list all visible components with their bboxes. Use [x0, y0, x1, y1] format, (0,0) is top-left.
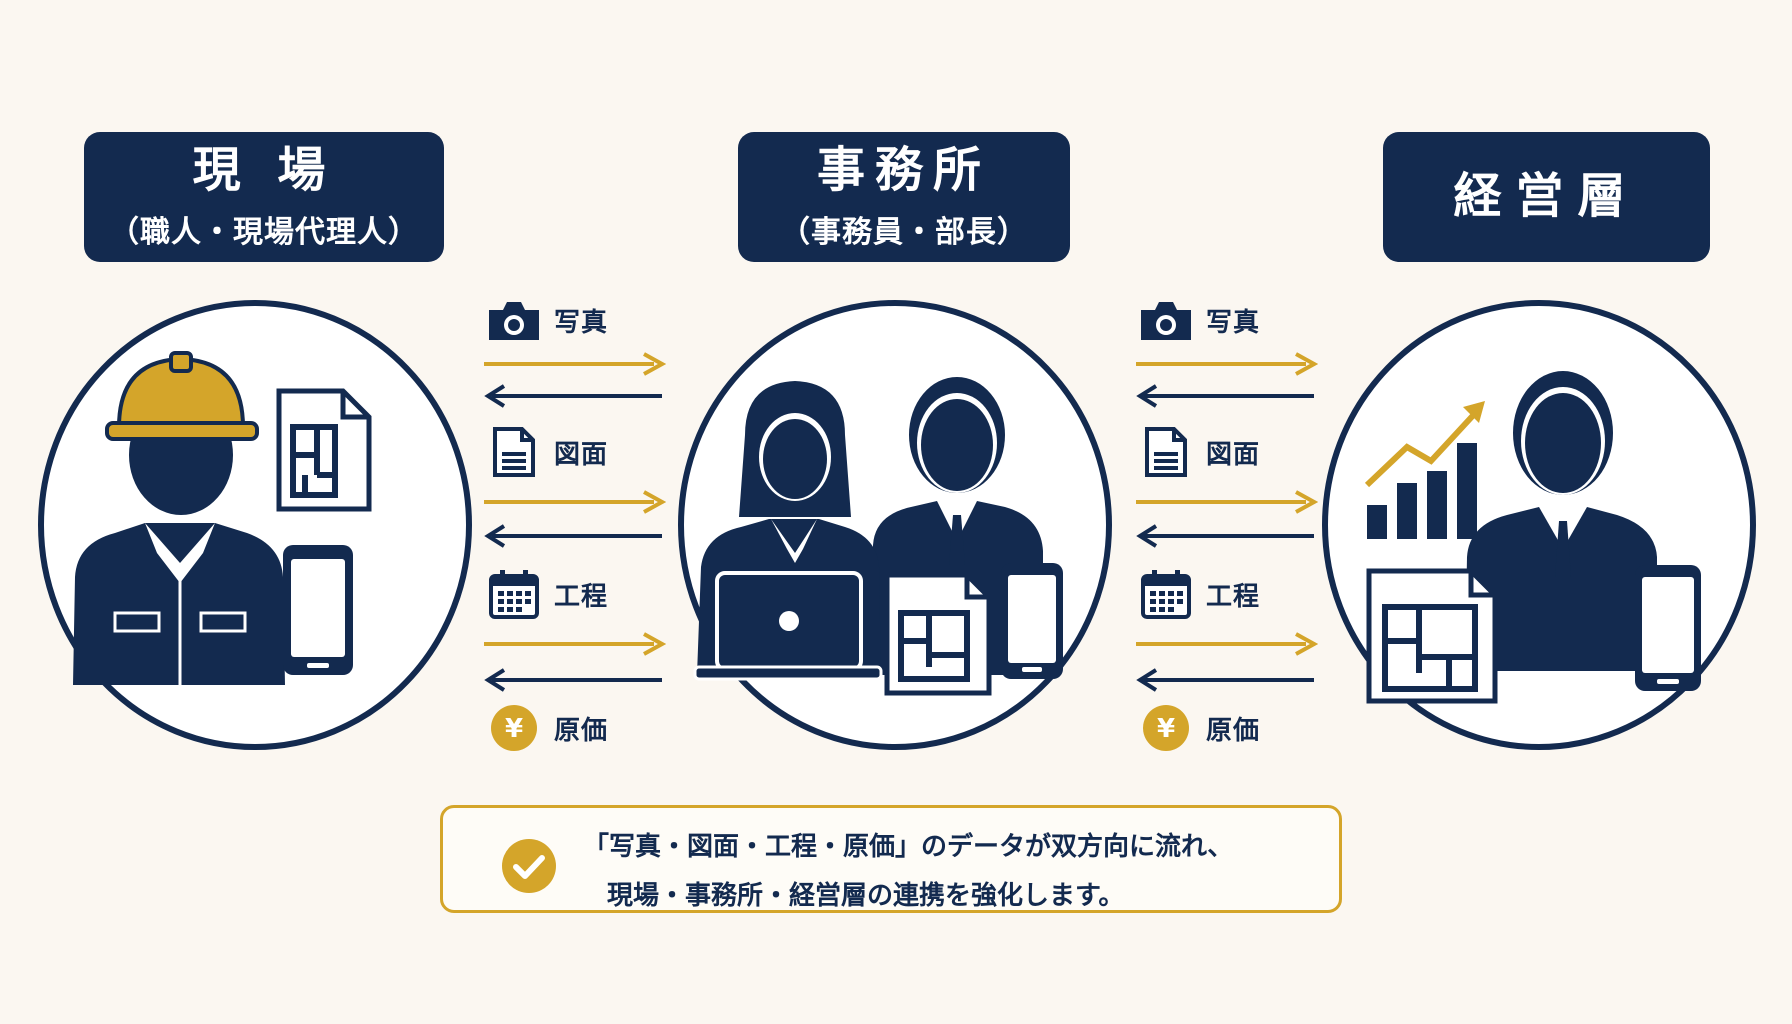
flow-item-schedule: 工程: [1136, 570, 1261, 619]
flow-label: 原価: [554, 715, 609, 746]
header-field-subtitle: （職人・現場代理人）: [109, 214, 419, 250]
arrow-left: [1136, 384, 1314, 408]
field-circle: [35, 295, 475, 755]
arrow-left: [484, 384, 662, 408]
header-office: 事務所 （事務員・部長）: [738, 132, 1070, 262]
flow-item-cost: ¥ 原価: [1136, 704, 1260, 752]
blueprint-icon: [276, 388, 372, 512]
summary-line-1: 「写真・図面・工程・原価」のデータが双方向に流れ、: [583, 832, 1234, 862]
header-field: 現 場 （職人・現場代理人）: [84, 132, 444, 262]
flow-field-office: 写真 図面 工程 ¥ 原価: [484, 290, 674, 760]
flow-item-drawing: 図面: [1136, 427, 1261, 477]
header-office-title: 事務所: [816, 142, 991, 199]
arrow-right: [484, 352, 666, 376]
smartphone-icon: [283, 545, 353, 675]
arrow-left: [484, 668, 662, 692]
arrow-right: [484, 490, 666, 514]
svg-text:¥: ¥: [505, 714, 523, 744]
arrow-left: [484, 524, 662, 548]
camera-icon: [1136, 296, 1196, 344]
flow-item-photo: 写真: [1136, 296, 1260, 344]
flow-label: 原価: [1206, 715, 1261, 746]
flow-label: 写真: [554, 307, 609, 338]
arrow-right: [1136, 490, 1318, 514]
header-office-subtitle: （事務員・部長）: [780, 214, 1028, 250]
check-circle-icon: [502, 839, 556, 893]
camera-icon: [484, 296, 544, 344]
flow-item-schedule: 工程: [484, 570, 609, 619]
growth-chart-icon: [1364, 401, 1485, 539]
office-circle: [675, 295, 1115, 755]
summary-note: 「写真・図面・工程・原価」のデータが双方向に流れ、 現場・事務所・経営層の連携を…: [440, 805, 1342, 913]
summary-line-2: 現場・事務所・経営層の連携を強化します。: [607, 881, 1125, 911]
yen-coin-icon: ¥: [484, 704, 544, 752]
header-management: 経営層: [1383, 132, 1710, 262]
laptop-icon: [693, 571, 883, 681]
executive-icon: [1465, 371, 1657, 671]
svg-text:¥: ¥: [1157, 714, 1175, 744]
flow-office-management: 写真 図面 工程 ¥ 原価: [1136, 290, 1326, 760]
flow-item-drawing: 図面: [484, 427, 609, 477]
arrow-right: [484, 632, 666, 656]
flow-label: 工程: [554, 581, 609, 612]
document-icon: [484, 427, 544, 477]
flow-label: 図面: [1206, 439, 1261, 470]
management-circle: [1319, 295, 1759, 755]
document-icon: [1136, 427, 1196, 477]
flow-label: 工程: [1206, 581, 1261, 612]
blueprint-icon: [884, 572, 992, 696]
header-field-title: 現 場: [192, 142, 336, 199]
header-management-title: 経営層: [1453, 168, 1640, 225]
calendar-icon: [1136, 570, 1196, 619]
worker-icon: [73, 351, 285, 685]
summary-text: 「写真・図面・工程・原価」のデータが双方向に流れ、 現場・事務所・経営層の連携を…: [583, 826, 1233, 912]
flow-label: 図面: [554, 439, 609, 470]
smartphone-icon: [1635, 565, 1701, 691]
yen-coin-icon: ¥: [1136, 704, 1196, 752]
flow-item-photo: 写真: [484, 296, 608, 344]
arrow-left: [1136, 668, 1314, 692]
arrow-left: [1136, 524, 1314, 548]
blueprint-icon: [1366, 568, 1498, 704]
arrow-right: [1136, 632, 1318, 656]
calendar-icon: [484, 570, 544, 619]
flow-item-cost: ¥ 原価: [484, 704, 608, 752]
flow-label: 写真: [1206, 307, 1261, 338]
arrow-right: [1136, 352, 1318, 376]
smartphone-icon: [1001, 563, 1063, 679]
